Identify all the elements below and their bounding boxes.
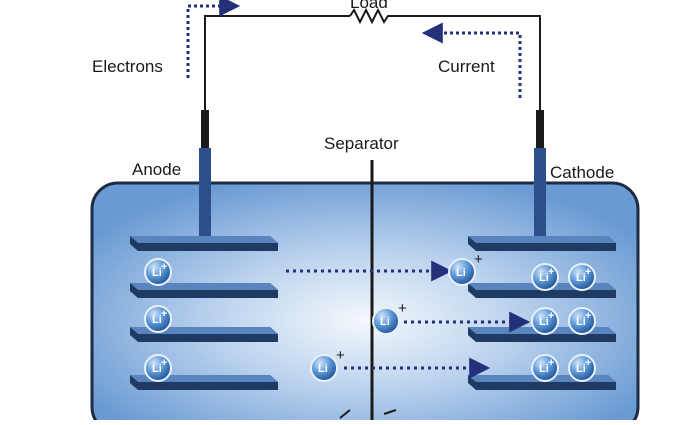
current-flow-arrow — [421, 22, 522, 98]
load-resistor — [349, 7, 392, 25]
ion-charge: + — [548, 266, 554, 278]
ion-flow-arrows — [286, 260, 531, 379]
ion-symbol: Li — [576, 316, 586, 328]
anode-plate — [130, 283, 278, 298]
ion-charge: + — [161, 357, 167, 369]
external-wire — [204, 15, 541, 115]
ion-symbol: Li — [318, 363, 328, 375]
cathode-rod — [534, 148, 546, 248]
lithium-ion: Li+ — [144, 305, 172, 333]
anode-plate — [130, 236, 278, 251]
ion-charge: + — [336, 347, 345, 364]
lithium-ions: Li+Li+Li+Li+Li+Li+Li+Li+Li+Li+Li+Li+ — [144, 251, 596, 382]
ion-charge: + — [398, 300, 407, 317]
lithium-ion: Li+ — [144, 354, 172, 382]
ion-charge: + — [548, 357, 554, 369]
ion-charge: + — [585, 266, 591, 278]
separator-foot — [339, 409, 397, 419]
ion-symbol: Li — [152, 314, 162, 326]
lithium-ion: Li + — [372, 300, 407, 335]
anode-rod — [199, 148, 211, 248]
anode-label: Anode — [132, 160, 181, 179]
lithium-ion: Li+ — [568, 263, 596, 291]
cathode-label: Cathode — [550, 163, 614, 182]
ion-symbol: Li — [576, 272, 586, 284]
cathode-lead — [536, 110, 544, 150]
ion-charge: + — [474, 251, 483, 268]
lithium-ion: Li+ — [144, 258, 172, 286]
ion-symbol: Li — [152, 363, 162, 375]
cathode-plate — [468, 236, 616, 251]
anode-plates — [130, 236, 278, 390]
ion-symbol: Li — [152, 267, 162, 279]
ion-charge: + — [585, 310, 591, 322]
current-label: Current — [438, 57, 495, 76]
lithium-ion: Li+ — [531, 263, 559, 291]
ion-symbol: Li — [576, 363, 586, 375]
lithium-ion: Li+ — [531, 307, 559, 335]
ion-charge: + — [161, 261, 167, 273]
anode-lead — [201, 110, 209, 150]
ion-charge: + — [161, 308, 167, 320]
lithium-ion: Li+ — [531, 354, 559, 382]
ion-symbol: Li — [380, 316, 390, 328]
load-label: Load — [350, 0, 388, 12]
electrons-label: Electrons — [92, 57, 163, 76]
lithium-ion: Li+ — [568, 307, 596, 335]
electron-flow-arrow — [186, 0, 241, 78]
separator-label: Separator — [324, 134, 399, 153]
lithium-ion: Li+ — [568, 354, 596, 382]
ion-symbol: Li — [539, 363, 549, 375]
ion-symbol: Li — [539, 316, 549, 328]
ion-charge: + — [585, 357, 591, 369]
ion-symbol: Li — [539, 272, 549, 284]
ion-symbol: Li — [456, 267, 466, 279]
ion-charge: + — [548, 310, 554, 322]
lithium-ion: Li + — [448, 251, 483, 286]
lithium-ion: Li + — [310, 347, 345, 382]
